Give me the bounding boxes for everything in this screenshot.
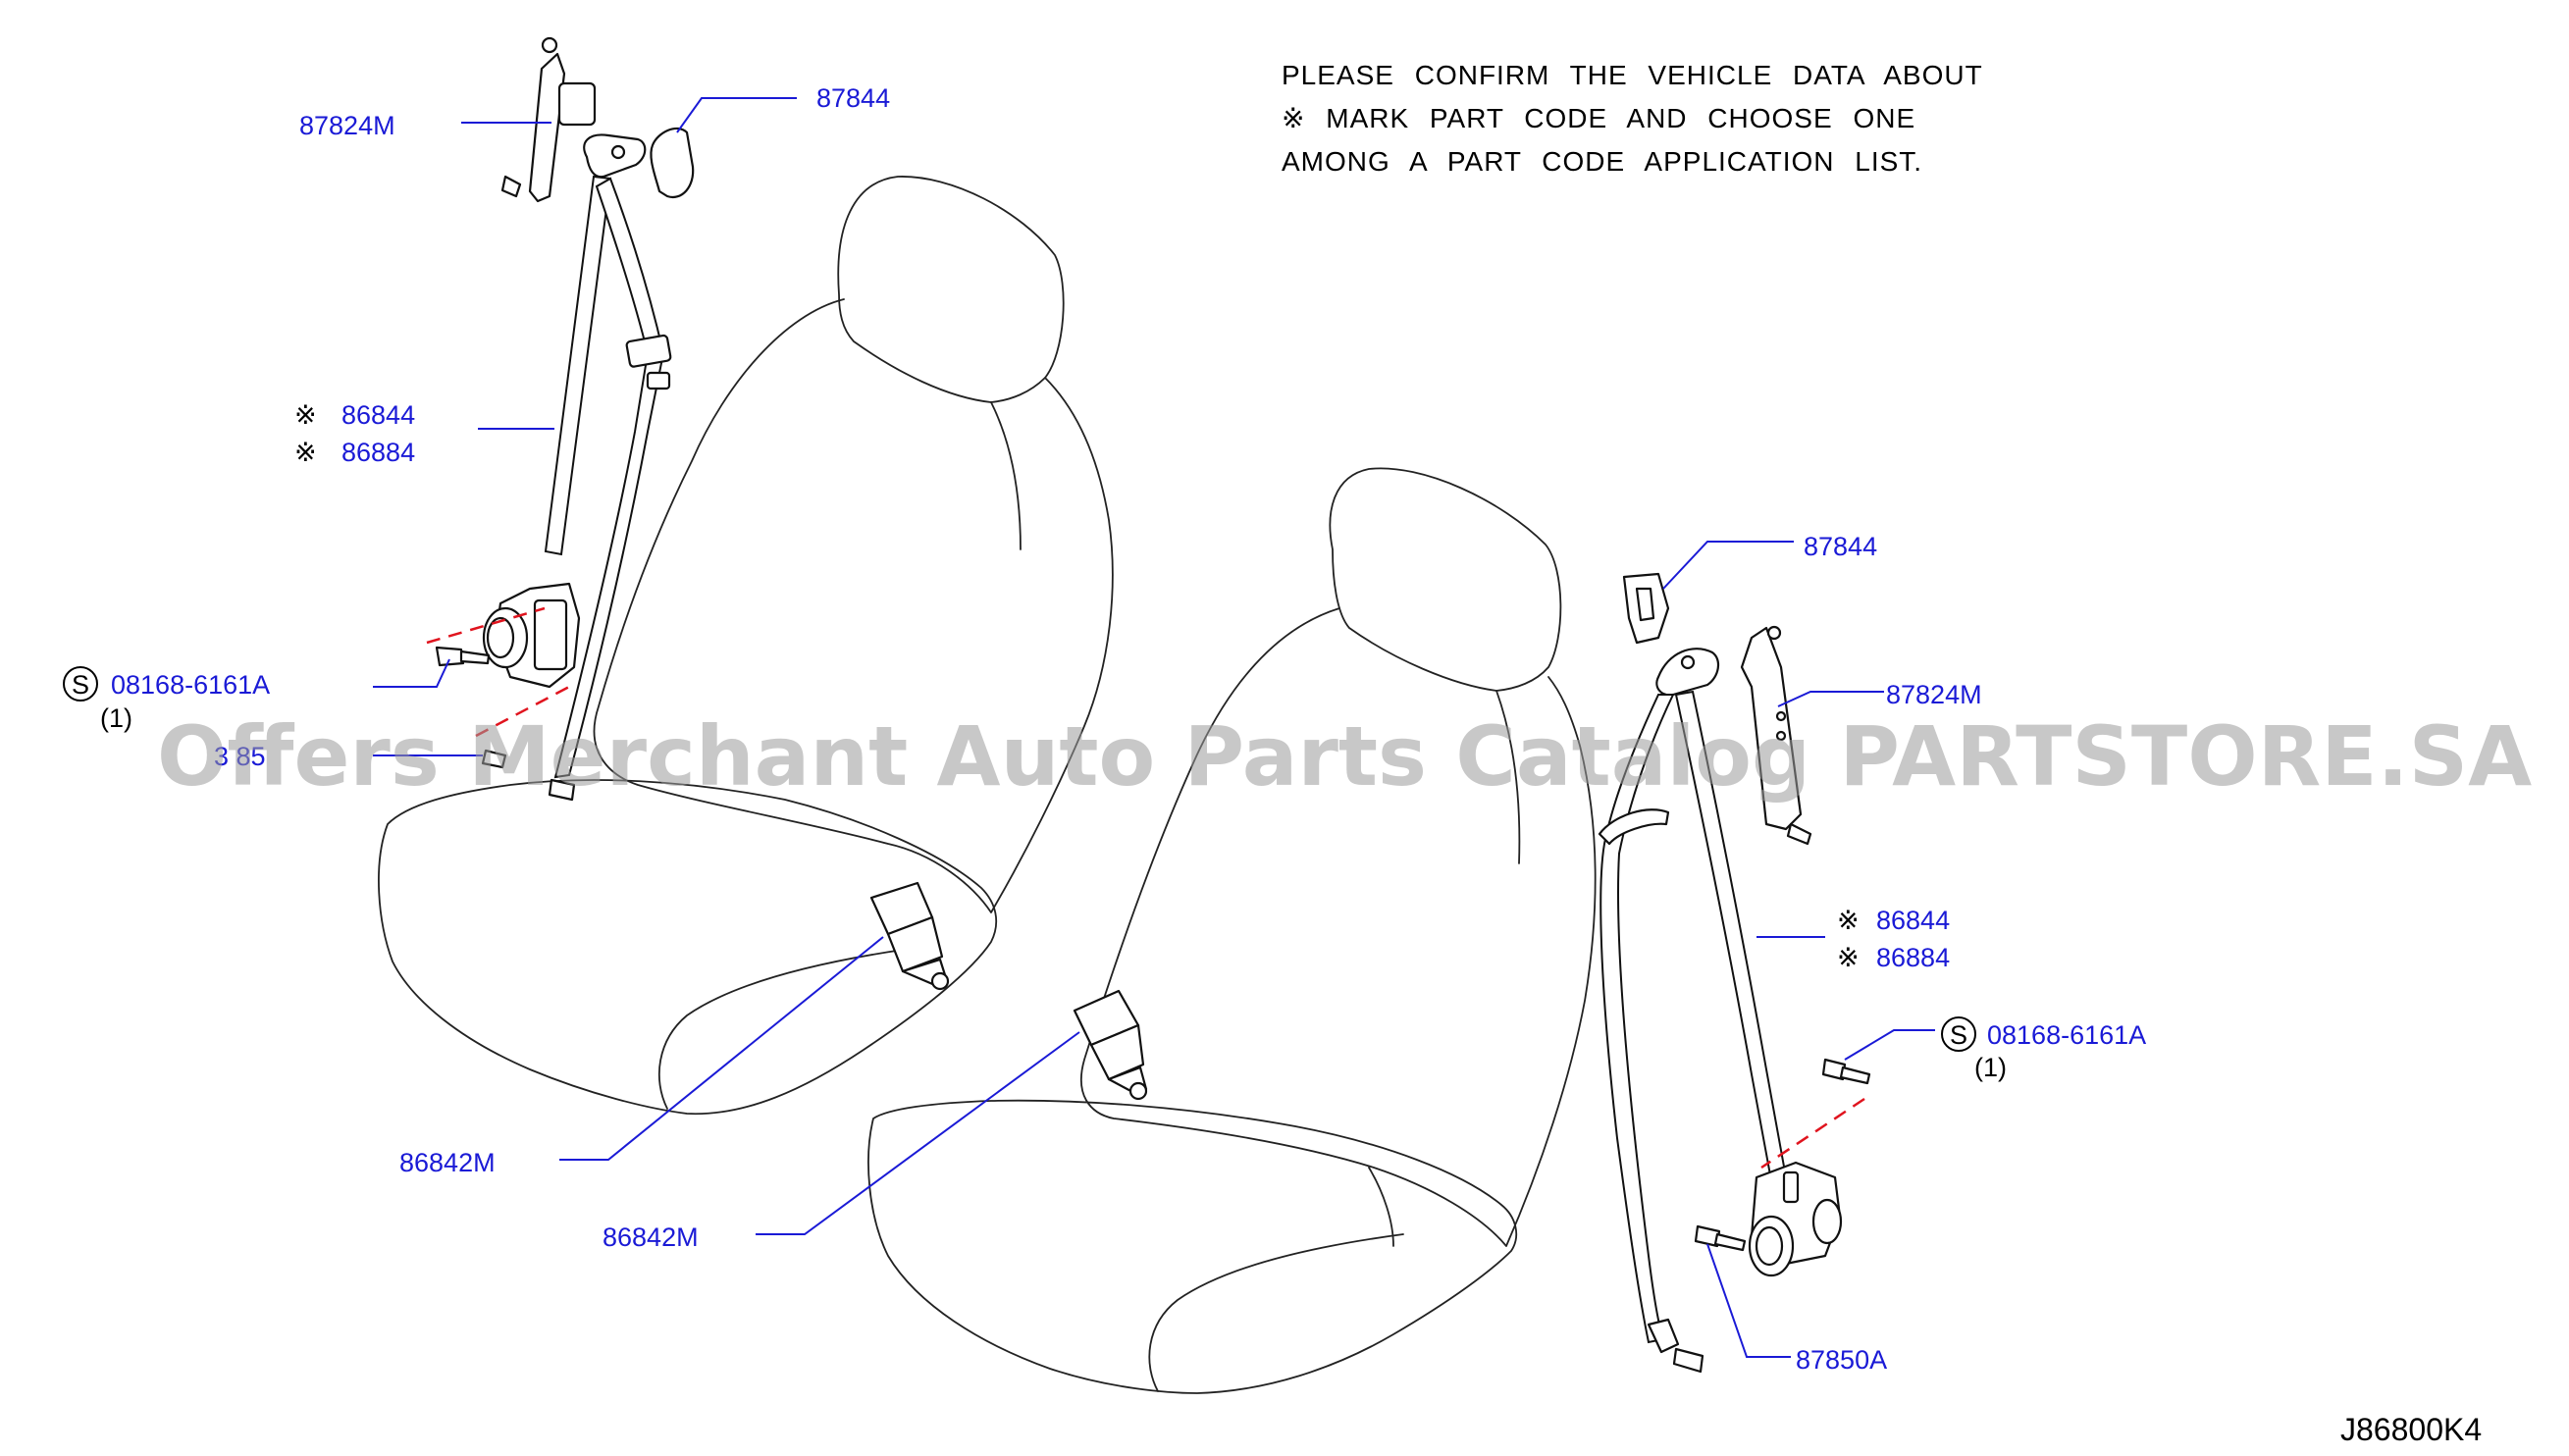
kome-symbol: ※ bbox=[1837, 943, 1860, 972]
label-left-08168-6161A: 08168-6161A bbox=[111, 670, 270, 700]
s-mark-letter: S bbox=[1950, 1020, 1967, 1050]
right-seat bbox=[867, 467, 1597, 1394]
s-mark-icon bbox=[63, 666, 98, 702]
right-alignment-line bbox=[1760, 1097, 1865, 1170]
right-seat-cushion bbox=[867, 1099, 1518, 1394]
right-seat-backrest bbox=[1079, 607, 1597, 1247]
label-left-87850A-partial: 3 85 bbox=[214, 742, 266, 771]
left-seat bbox=[378, 176, 1114, 1116]
right-seat-headrest bbox=[1329, 467, 1562, 692]
right-anchor-adjuster bbox=[1740, 625, 1812, 846]
note-line-2: ※ MARK PART CODE AND CHOOSE ONE bbox=[1282, 103, 1915, 133]
left-guide-loop bbox=[583, 127, 695, 199]
label-left-87844: 87844 bbox=[816, 83, 890, 113]
right-lower-anchor bbox=[1647, 1318, 1704, 1374]
right-leader-lines bbox=[756, 541, 1935, 1358]
right-bolt-lower bbox=[1694, 1224, 1747, 1252]
right-belt-assembly bbox=[1073, 572, 1871, 1374]
right-retractor bbox=[1748, 1161, 1843, 1277]
right-guide-clip bbox=[1622, 572, 1670, 645]
left-buckle bbox=[869, 881, 950, 991]
label-left-86844: 86844 bbox=[341, 400, 415, 430]
note-line-3: AMONG A PART CODE APPLICATION LIST. bbox=[1282, 146, 1922, 177]
left-alignment-line-2 bbox=[475, 685, 570, 738]
left-bolt-lower bbox=[481, 749, 576, 802]
left-anchor-adjuster bbox=[500, 36, 597, 203]
right-upper-anchor bbox=[1655, 648, 1720, 697]
label-left-bolt-qty: (1) bbox=[100, 703, 132, 733]
kome-symbol: ※ bbox=[1837, 906, 1860, 935]
left-alignment-line-1 bbox=[426, 606, 546, 645]
note-line-1: PLEASE CONFIRM THE VEHICLE DATA ABOUT bbox=[1282, 60, 1983, 90]
label-right-86842M: 86842M bbox=[603, 1222, 699, 1252]
left-belt-assembly bbox=[426, 36, 950, 991]
label-right-86884: 86884 bbox=[1876, 943, 1950, 972]
left-seat-backrest bbox=[593, 298, 1114, 913]
label-right-08168-6161A: 08168-6161A bbox=[1987, 1020, 2146, 1050]
right-labels: 87844 87824M ※ 86844 ※ 86884 S 08168-616… bbox=[603, 532, 2146, 1375]
right-buckle bbox=[1073, 989, 1148, 1101]
label-right-87844: 87844 bbox=[1804, 532, 1877, 561]
label-left-86842M: 86842M bbox=[399, 1148, 496, 1177]
s-mark-letter: S bbox=[72, 670, 89, 700]
left-bolt-upper bbox=[435, 646, 491, 667]
left-seat-cushion bbox=[378, 779, 998, 1116]
label-left-86884: 86884 bbox=[341, 438, 415, 467]
label-left-87824M: 87824M bbox=[299, 111, 395, 140]
left-leader-lines bbox=[373, 97, 884, 1161]
right-bolt-upper bbox=[1821, 1058, 1871, 1085]
left-belt-webbing bbox=[544, 175, 612, 556]
left-labels: 87824M 87844 ※ 86844 ※ 86884 S 08168-616… bbox=[63, 83, 890, 1177]
kome-symbol: ※ bbox=[294, 400, 317, 430]
kome-symbol: ※ bbox=[294, 438, 317, 467]
label-right-bolt-qty: (1) bbox=[1974, 1053, 2007, 1082]
diagram-code: J86800K4 bbox=[2340, 1412, 2482, 1447]
s-mark-icon bbox=[1941, 1016, 1976, 1052]
application-note: PLEASE CONFIRM THE VEHICLE DATA ABOUT ※ … bbox=[1282, 60, 1983, 177]
label-right-87850A: 87850A bbox=[1796, 1345, 1887, 1375]
left-retractor bbox=[482, 582, 581, 689]
label-right-86844: 86844 bbox=[1876, 906, 1950, 935]
label-right-87824M: 87824M bbox=[1886, 680, 1982, 709]
left-seat-headrest bbox=[837, 176, 1065, 403]
watermark: Offers Merchant Auto Parts Catalog PARTS… bbox=[157, 708, 2532, 805]
